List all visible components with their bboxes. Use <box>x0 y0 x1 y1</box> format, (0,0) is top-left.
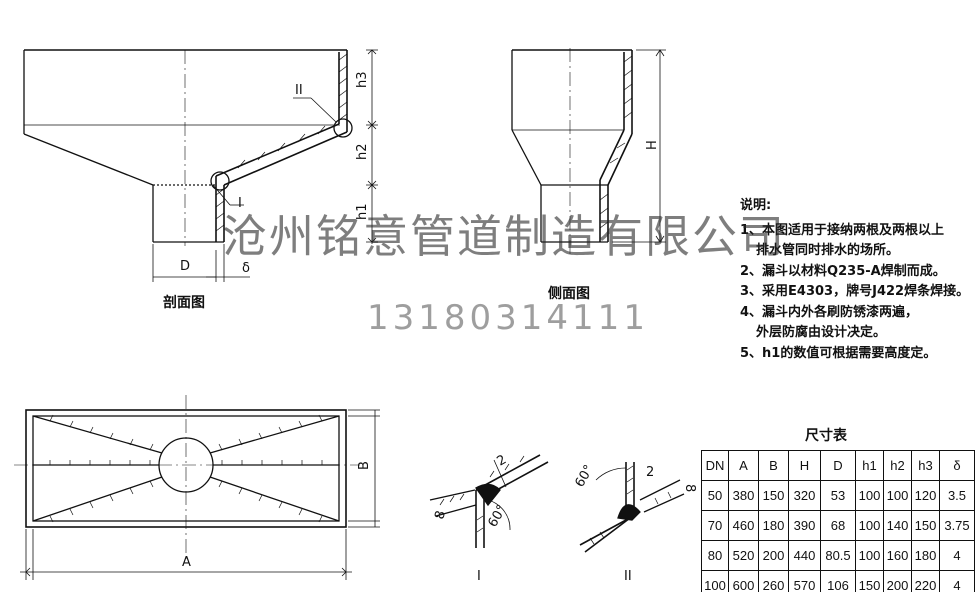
label-detail-II: II <box>295 83 303 98</box>
table-cell: 180 <box>758 510 789 541</box>
table-cell: 570 <box>788 570 821 592</box>
table-cell: 220 <box>911 570 940 592</box>
side-view <box>511 48 666 255</box>
table-row: 70 460 180 390 68 100 140 150 3.75 <box>701 510 975 541</box>
table-cell: 160 <box>883 540 912 571</box>
dim-h3: h3 <box>355 71 370 88</box>
table-cell: 100 <box>855 480 884 511</box>
detail-I <box>429 454 549 548</box>
table-cell: 53 <box>820 480 856 511</box>
table-header-row: DN A B H D h1 h2 h3 δ <box>701 450 975 481</box>
table-cell: 150 <box>758 480 789 511</box>
table-cell: 150 <box>855 570 884 592</box>
detail-II-gap: 2 <box>646 465 654 480</box>
table-cell: 120 <box>911 480 940 511</box>
table-title: 尺寸表 <box>805 428 847 444</box>
table-cell: 50 <box>701 480 729 511</box>
detail-II-thickness: 8 <box>682 484 697 492</box>
notes-block: 说明: 1、本图适用于接纳两根及两根以上 排水管同时排水的场所。 2、漏斗以材料… <box>740 196 972 364</box>
table-cell: 390 <box>788 510 821 541</box>
dim-D: D <box>180 259 190 274</box>
note-line: 外层防腐由设计决定。 <box>756 325 887 340</box>
col-header: h3 <box>911 450 940 481</box>
detail-II-angle: 60° <box>572 463 597 490</box>
note-line: 排水管同时排水的场所。 <box>756 243 900 258</box>
section-view <box>23 49 378 282</box>
col-header: A <box>728 450 759 481</box>
col-header: H <box>788 450 821 481</box>
dim-h2: h2 <box>355 143 370 160</box>
table-cell: 100 <box>855 510 884 541</box>
table-cell: 440 <box>788 540 821 571</box>
dim-h1: h1 <box>355 203 370 220</box>
notes-title: 说明: <box>740 198 772 213</box>
section-view-title: 剖面图 <box>163 294 205 311</box>
table-row: 100 600 260 570 106 150 200 220 4 <box>701 570 975 592</box>
table-cell: 70 <box>701 510 729 541</box>
col-header: B <box>758 450 789 481</box>
table-cell: 520 <box>728 540 759 571</box>
note-line: 3、采用E4303，牌号J422焊条焊接。 <box>740 284 970 299</box>
side-view-title: 侧面图 <box>548 285 590 302</box>
table-cell: 68 <box>820 510 856 541</box>
note-line: 2、漏斗以材料Q235-A焊制而成。 <box>740 263 946 279</box>
note-line: 5、h1的数值可根据需要高度定。 <box>740 345 937 361</box>
note-line: 1、本图适用于接纳两根及两根以上 <box>740 222 945 238</box>
table-cell: 3.5 <box>939 480 975 511</box>
dim-delta: δ <box>242 261 250 276</box>
table-cell: 80.5 <box>820 540 856 571</box>
table-cell: 3.75 <box>939 510 975 541</box>
col-header: h1 <box>855 450 884 481</box>
dim-H: H <box>645 140 660 150</box>
col-header: D <box>820 450 856 481</box>
table-cell: 200 <box>883 570 912 592</box>
table-row: 50 380 150 320 53 100 100 120 3.5 <box>701 480 975 511</box>
table-cell: 4 <box>939 570 975 592</box>
note-line: 4、漏斗内外各刷防锈漆两遍， <box>740 304 919 320</box>
table-cell: 4 <box>939 540 975 571</box>
dim-A: A <box>182 555 191 570</box>
detail-I-title: I <box>477 569 481 584</box>
table-cell: 260 <box>758 570 789 592</box>
watermark-phone: 13180314111 <box>367 298 649 338</box>
table-cell: 460 <box>728 510 759 541</box>
table-cell: 180 <box>911 540 940 571</box>
col-header: δ <box>939 450 975 481</box>
label-detail-I: I <box>238 196 242 211</box>
table-cell: 100 <box>883 480 912 511</box>
table-cell: 80 <box>701 540 729 571</box>
table-cell: 150 <box>911 510 940 541</box>
table-row: 80 520 200 440 80.5 100 160 180 4 <box>701 540 975 571</box>
detail-I-thickness: 8 <box>432 509 449 521</box>
table-cell: 100 <box>701 570 729 592</box>
watermark-company: 沧州铭意管道制造有限公司 <box>222 210 787 263</box>
dimension-table: DN A B H D h1 h2 h3 δ 50 380 150 320 53 … <box>701 450 975 592</box>
col-header: h2 <box>883 450 912 481</box>
detail-II-title: II <box>624 569 632 584</box>
dim-B: B <box>357 461 372 470</box>
detail-II <box>579 462 685 553</box>
table-cell: 380 <box>728 480 759 511</box>
table-cell: 140 <box>883 510 912 541</box>
table-cell: 320 <box>788 480 821 511</box>
table-cell: 106 <box>820 570 856 592</box>
detail-I-angle: 60° <box>485 503 510 530</box>
table-cell: 100 <box>855 540 884 571</box>
table-cell: 200 <box>758 540 789 571</box>
plan-view <box>14 395 380 580</box>
table-cell: 600 <box>728 570 759 592</box>
col-header: DN <box>701 450 729 481</box>
